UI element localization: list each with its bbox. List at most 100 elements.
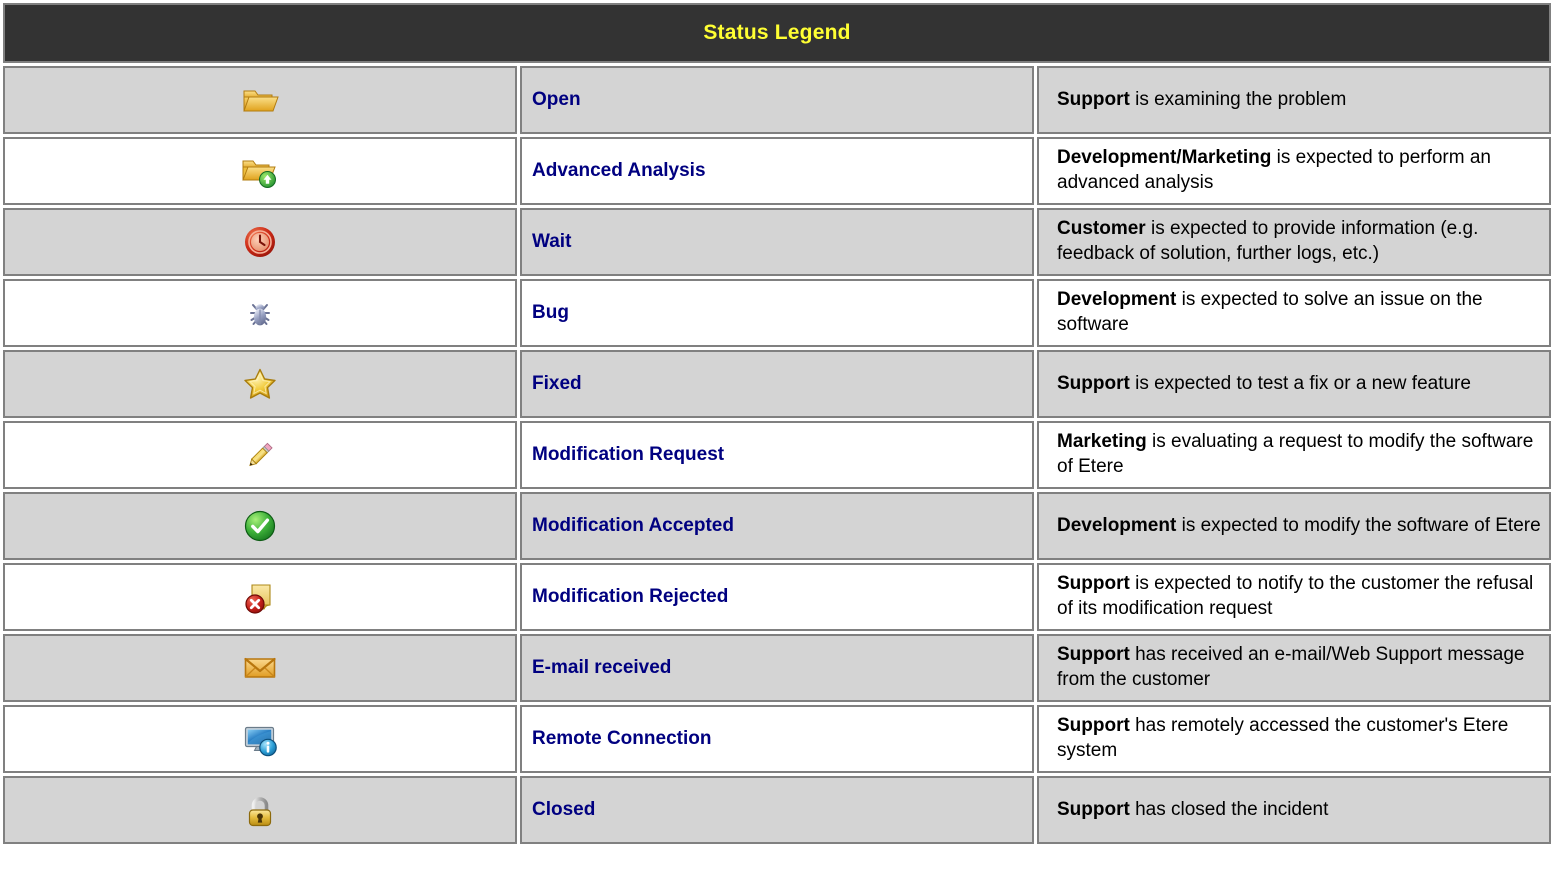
status-label-cell: Remote Connection: [520, 705, 1034, 773]
legend-row: Advanced Analysis Development/Marketing i…: [3, 137, 1551, 205]
status-label-cell: Advanced Analysis: [520, 137, 1034, 205]
status-label: Bug: [532, 301, 569, 323]
status-description-cell: Support is examining the problem: [1037, 66, 1551, 134]
status-description-actor: Marketing: [1057, 431, 1147, 453]
status-description-cell: Marketing is evaluating a request to mod…: [1037, 421, 1551, 489]
status-description-actor: Development: [1057, 514, 1177, 536]
status-label-cell: Fixed: [520, 350, 1034, 418]
status-icon-cell: [3, 66, 517, 134]
status-label: Modification Rejected: [532, 585, 729, 607]
status-label: E-mail received: [532, 656, 672, 678]
status-description-cell: Support is expected to test a fix or a n…: [1037, 350, 1551, 418]
status-icon-cell: [3, 421, 517, 489]
legend-row: Modification Accepted Development is expe…: [3, 492, 1551, 560]
status-description-text: is expected to solve an issue on the sof…: [1057, 289, 1483, 335]
status-description-actor: Support: [1057, 573, 1130, 595]
status-description: Customer is expected to provide informat…: [1057, 218, 1478, 264]
status-icon-cell: [3, 634, 517, 702]
legend-header-row: Status Legend: [3, 3, 1551, 63]
status-icon-cell: [3, 705, 517, 773]
status-description-actor: Support: [1057, 644, 1130, 666]
status-description: Support has remotely accessed the custom…: [1057, 715, 1508, 761]
status-label: Modification Accepted: [532, 514, 734, 536]
status-description-text: has remotely accessed the customer's Ete…: [1057, 715, 1509, 761]
legend-row: Remote Connection Support has remotely ac…: [3, 705, 1551, 773]
status-description-cell: Development is expected to solve an issu…: [1037, 279, 1551, 347]
remote-monitor-icon: [240, 719, 280, 759]
status-description-cell: Support has closed the incident: [1037, 776, 1551, 844]
envelope-icon: [240, 648, 280, 688]
status-description: Support is expected to notify to the cus…: [1057, 573, 1533, 619]
status-description-cell: Support is expected to notify to the cus…: [1037, 563, 1551, 631]
note-reject-icon: [240, 577, 280, 617]
open-folder-icon: [240, 80, 280, 120]
status-description-actor: Development/Marketing: [1057, 147, 1272, 169]
status-description-actor: Support: [1057, 372, 1130, 394]
status-description: Development/Marketing is expected to per…: [1057, 147, 1491, 193]
status-label: Fixed: [532, 372, 582, 394]
status-description-text: is expected to provide information (e.g.…: [1057, 218, 1479, 264]
legend-row: Fixed Support is expected to test a fix o…: [3, 350, 1551, 418]
status-label: Open: [532, 88, 581, 110]
folder-add-icon: [240, 151, 280, 191]
status-description-text: is expected to modify the software of Et…: [1176, 514, 1541, 536]
star-icon: [240, 364, 280, 404]
status-description-text: has received an e-mail/Web Support messa…: [1057, 644, 1525, 690]
status-label-cell: Modification Accepted: [520, 492, 1034, 560]
status-label: Closed: [532, 798, 596, 820]
status-description-cell: Support has remotely accessed the custom…: [1037, 705, 1551, 773]
status-icon-cell: [3, 492, 517, 560]
status-description: Development is expected to solve an issu…: [1057, 289, 1483, 335]
status-description: Development is expected to modify the so…: [1057, 515, 1541, 536]
bug-icon: [240, 293, 280, 333]
padlock-icon: [240, 790, 280, 830]
status-description-text: is expected to test a fix or a new featu…: [1129, 372, 1471, 394]
status-description-cell: Customer is expected to provide informat…: [1037, 208, 1551, 276]
status-description: Marketing is evaluating a request to mod…: [1057, 431, 1533, 477]
check-circle-icon: [240, 506, 280, 546]
status-description-actor: Support: [1057, 798, 1130, 820]
status-description: Support has closed the incident: [1057, 799, 1328, 820]
status-label: Wait: [532, 230, 572, 252]
status-description-actor: Development: [1057, 289, 1177, 311]
status-icon-cell: [3, 563, 517, 631]
status-icon-cell: [3, 776, 517, 844]
status-icon-cell: [3, 208, 517, 276]
status-label: Modification Request: [532, 443, 725, 465]
legend-row: Modification Rejected Support is expected…: [3, 563, 1551, 631]
legend-row: Bug Development is expected to solve an i…: [3, 279, 1551, 347]
legend-row: Closed Support has closed the incident: [3, 776, 1551, 844]
status-description-actor: Support: [1057, 715, 1130, 737]
status-label-cell: Closed: [520, 776, 1034, 844]
status-icon-cell: [3, 350, 517, 418]
status-description-actor: Support: [1057, 88, 1130, 110]
page-title: Status Legend: [3, 3, 1551, 63]
status-description-text: is expected to perform an advanced analy…: [1057, 147, 1491, 193]
status-label-cell: Open: [520, 66, 1034, 134]
status-description-text: is examining the problem: [1129, 88, 1347, 110]
status-icon-cell: [3, 137, 517, 205]
status-label-cell: Modification Request: [520, 421, 1034, 489]
clock-icon: [240, 222, 280, 262]
legend-row: Modification Request Marketing is evaluat…: [3, 421, 1551, 489]
status-label-cell: E-mail received: [520, 634, 1034, 702]
status-label-cell: Wait: [520, 208, 1034, 276]
legend-row: Wait Customer is expected to provide info…: [3, 208, 1551, 276]
status-icon-cell: [3, 279, 517, 347]
legend-row: E-mail received Support has received an e…: [3, 634, 1551, 702]
status-description-text: is expected to notify to the customer th…: [1057, 573, 1534, 619]
status-description: Support is expected to test a fix or a n…: [1057, 373, 1471, 394]
status-description: Support has received an e-mail/Web Suppo…: [1057, 644, 1524, 690]
status-label-cell: Modification Rejected: [520, 563, 1034, 631]
pencil-icon: [240, 435, 280, 475]
status-label: Advanced Analysis: [532, 159, 706, 181]
status-description-text: has closed the incident: [1129, 798, 1329, 820]
legend-row: Open Support is examining the problem: [3, 66, 1551, 134]
status-description: Support is examining the problem: [1057, 89, 1346, 110]
status-description-actor: Customer: [1057, 218, 1146, 240]
status-label: Remote Connection: [532, 727, 712, 749]
status-description-cell: Development is expected to modify the so…: [1037, 492, 1551, 560]
